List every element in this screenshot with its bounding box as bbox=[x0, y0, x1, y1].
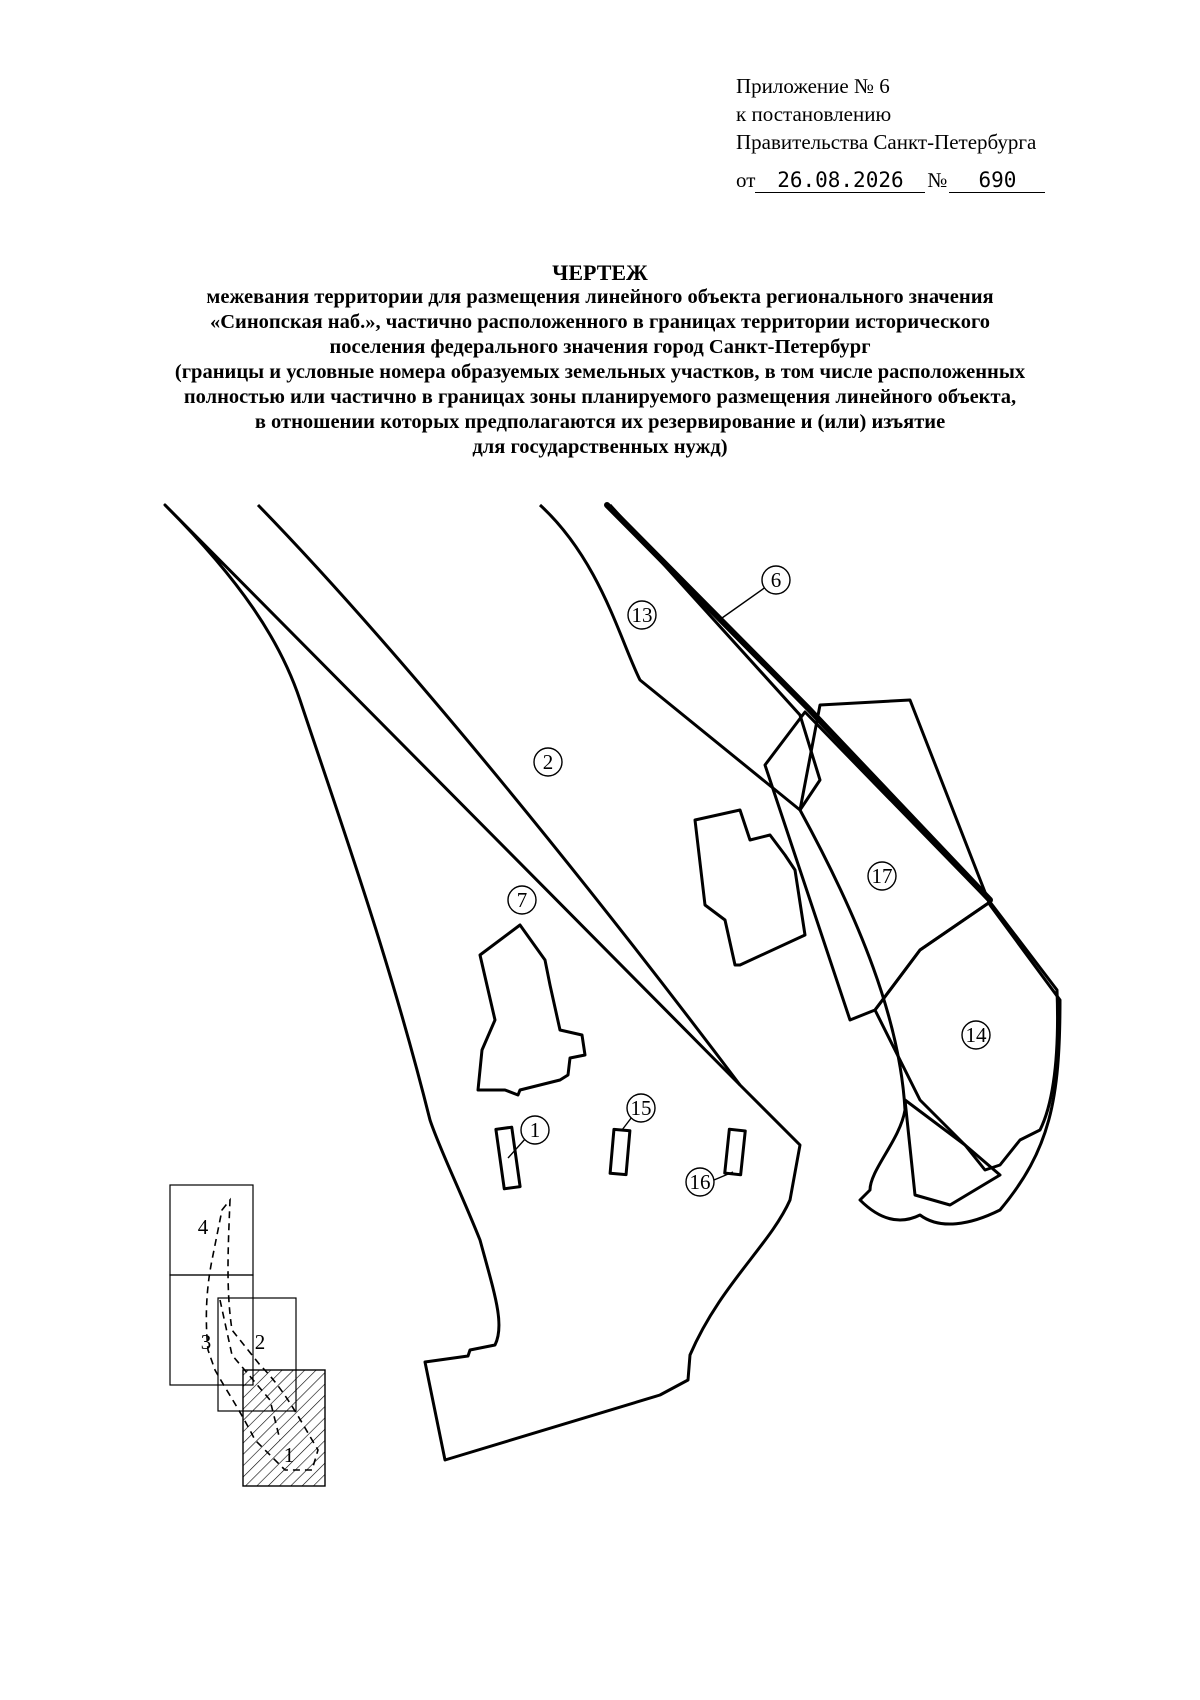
sheet-label-4: 4 bbox=[198, 1215, 209, 1239]
svg-text:7: 7 bbox=[517, 888, 528, 912]
drawing-title: ЧЕРТЕЖ bbox=[552, 260, 648, 285]
sheet-1-highlighted bbox=[242, 1369, 326, 1487]
date-prefix: от bbox=[736, 168, 756, 192]
heading-line: для государственных нужд) bbox=[472, 436, 728, 458]
appendix-to-resolution: к постановлению bbox=[736, 102, 892, 126]
resolution-date: 26.08.2026 bbox=[755, 168, 926, 193]
parcel-label-2: 2 bbox=[533, 747, 563, 777]
parcel-label-17: 17 bbox=[867, 861, 897, 891]
parcel-16-boundary bbox=[723, 1127, 747, 1177]
drawing-heading: ЧЕРТЕЖ межевания территории для размещен… bbox=[100, 260, 1100, 460]
date-number-line: от 26.08.2026 № 690 bbox=[736, 166, 1096, 194]
parcel-label-16: 16 bbox=[685, 1167, 715, 1197]
parcel-14-boundary bbox=[873, 900, 1059, 1172]
heading-line: (границы и условные номера образуемых зе… bbox=[174, 361, 1026, 383]
svg-text:2: 2 bbox=[543, 750, 554, 774]
parcel-6-leader bbox=[721, 583, 771, 619]
parcel-16-leader bbox=[713, 1171, 734, 1181]
key-map: 4 3 2 1 bbox=[169, 1184, 326, 1487]
svg-text:15: 15 bbox=[631, 1096, 652, 1120]
parcel-1-leader bbox=[507, 1137, 527, 1159]
parcel-13-boundary bbox=[538, 503, 822, 812]
parcel-label-14: 14 bbox=[961, 1020, 991, 1050]
number-label: № bbox=[927, 168, 948, 192]
svg-text:1: 1 bbox=[530, 1118, 541, 1142]
keymap-route-inner bbox=[219, 1299, 281, 1441]
parcel-6-boundary bbox=[604, 502, 993, 903]
svg-text:16: 16 bbox=[690, 1170, 711, 1194]
building-footprint bbox=[693, 808, 807, 967]
svg-text:17: 17 bbox=[872, 864, 893, 888]
svg-text:14: 14 bbox=[966, 1023, 988, 1047]
approval-block: Приложение № 6 к постановлению Правитель… bbox=[736, 72, 1096, 194]
parcel-7-boundary bbox=[476, 923, 587, 1097]
riverside-boundary bbox=[798, 698, 1062, 1226]
parcel-15-boundary bbox=[608, 1127, 632, 1177]
parcel-label-15: 15 bbox=[626, 1093, 656, 1123]
heading-line: поселения федерального значения город Са… bbox=[329, 336, 871, 358]
parcel-label-13: 13 bbox=[627, 600, 657, 630]
heading-line: «Синопская наб.», частично расположенног… bbox=[209, 311, 991, 333]
heading-line: полностью или частично в границах зоны п… bbox=[183, 386, 1017, 408]
keymap-route-outline bbox=[205, 1197, 319, 1471]
sheet-4 bbox=[169, 1184, 254, 1276]
parcel-1-boundary bbox=[494, 1125, 522, 1191]
parcel-label-7: 7 bbox=[507, 885, 537, 915]
sheet-label-1: 1 bbox=[284, 1443, 295, 1467]
parcel-2-boundary bbox=[163, 503, 802, 1462]
issuing-authority: Правительства Санкт-Петербурга bbox=[736, 130, 1037, 154]
sheet-3 bbox=[169, 1274, 254, 1386]
sheet-label-3: 3 bbox=[201, 1330, 212, 1354]
appendix-number: Приложение № 6 bbox=[736, 74, 890, 98]
parcel-label-6: 6 bbox=[761, 565, 791, 595]
parcel-label-1: 1 bbox=[520, 1115, 550, 1145]
road-boundary bbox=[256, 503, 742, 1086]
sheet-label-2: 2 bbox=[255, 1330, 266, 1354]
heading-line: в отношении которых предполагаются их ре… bbox=[254, 411, 946, 433]
svg-text:6: 6 bbox=[771, 568, 782, 592]
parcel-14-inner bbox=[903, 1098, 1002, 1207]
svg-text:13: 13 bbox=[632, 603, 653, 627]
heading-line: межевания территории для размещения лине… bbox=[206, 286, 994, 308]
resolution-number: 690 bbox=[949, 168, 1046, 193]
